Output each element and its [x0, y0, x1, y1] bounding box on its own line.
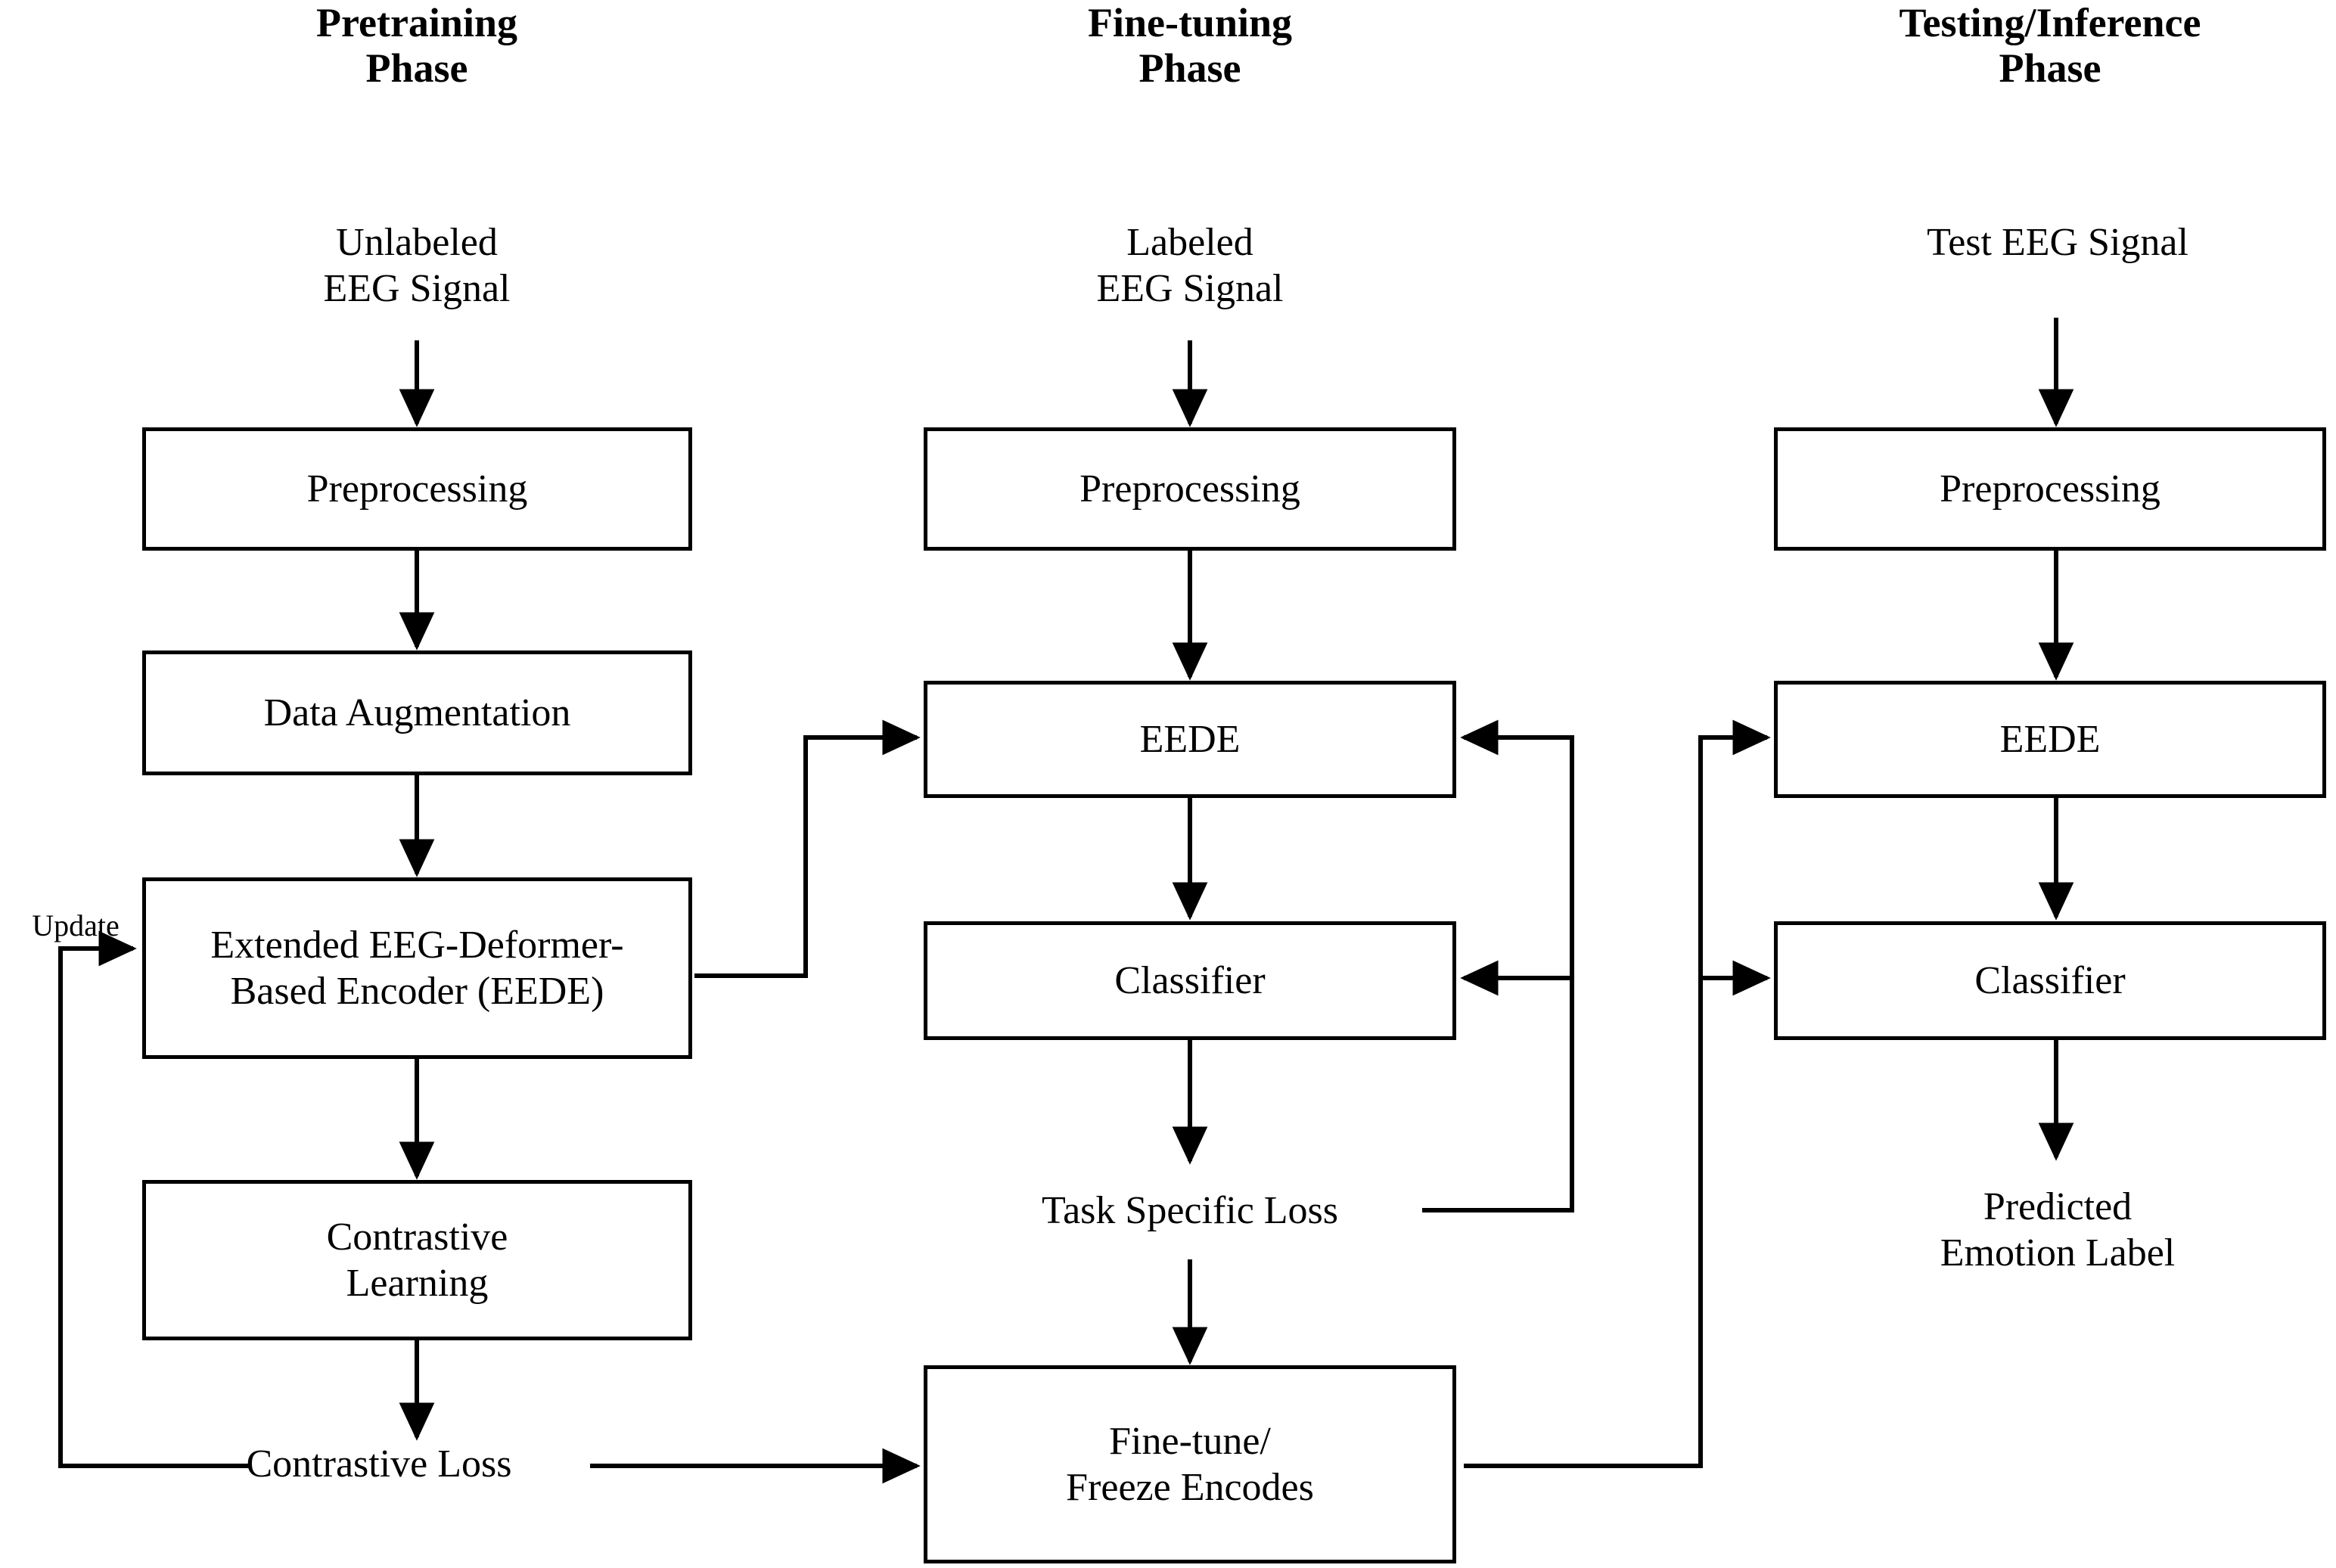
- input-test-eeg-signal: Test EEG Signal: [1927, 221, 2188, 264]
- input-unlabeled-line2: EEG Signal: [323, 267, 511, 311]
- finetune-label-line2: Freeze Encodes: [1066, 1466, 1314, 1509]
- encoder-label-line1: Extended EEG-Deformer-: [210, 923, 624, 967]
- encoder-label-line2: Based Encoder (EEDE): [230, 970, 604, 1013]
- input-labeled-line2: EEG Signal: [1096, 267, 1284, 311]
- box-eede-finetuning[interactable]: EEDE: [924, 681, 1456, 798]
- phase-title-finetuning-line2: Phase: [1138, 45, 1241, 92]
- label-task-specific-loss: Task Specific Loss: [1041, 1189, 1339, 1232]
- phase-title-pretraining-line1: Pretraining: [316, 0, 517, 45]
- label-contrastive-loss: Contrastive Loss: [246, 1442, 512, 1486]
- box-data-augmentation[interactable]: Data Augmentation: [142, 650, 692, 775]
- wire-finetune-to-testing-eede: [1464, 719, 1771, 1468]
- phase-title-finetuning: Fine-tuning Phase: [978, 0, 1402, 92]
- input-labeled-eeg-signal: Labeled EEG Signal: [978, 219, 1402, 312]
- box-fine-tune-freeze-encodes[interactable]: Fine-tune/ Freeze Encodes: [924, 1365, 1456, 1563]
- contrastive-learning-line2: Learning: [346, 1262, 489, 1305]
- output-label-line1: Predicted: [1983, 1185, 2133, 1228]
- phase-title-pretraining-line2: Phase: [365, 45, 468, 92]
- output-predicted-emotion-label: Predicted Emotion Label: [1793, 1184, 2322, 1277]
- box-classifier-testing[interactable]: Classifier: [1774, 921, 2326, 1040]
- output-label-line2: Emotion Label: [1940, 1231, 2176, 1275]
- label-update: Update: [32, 908, 120, 942]
- input-unlabeled-line1: Unlabeled: [336, 221, 498, 264]
- input-labeled-line1: Labeled: [1126, 221, 1253, 264]
- phase-title-testing: Testing/Inference Phase: [1793, 0, 2307, 92]
- wire-encoder-to-finetune-eede: [694, 719, 921, 978]
- box-eede-testing[interactable]: EEDE: [1774, 681, 2326, 798]
- box-preprocessing-finetuning[interactable]: Preprocessing: [924, 427, 1456, 551]
- wire-task-loss-to-classifier-mid: [1422, 960, 1574, 1212]
- wire-update-feedback: [58, 930, 250, 1468]
- contrastive-learning-line1: Contrastive: [326, 1215, 508, 1259]
- box-contrastive-learning[interactable]: Contrastive Learning: [142, 1180, 692, 1340]
- box-preprocessing-pretraining[interactable]: Preprocessing: [142, 427, 692, 551]
- box-extended-eeg-deformer-encoder[interactable]: Extended EEG-Deformer- Based Encoder (EE…: [142, 877, 692, 1059]
- box-preprocessing-testing[interactable]: Preprocessing: [1774, 427, 2326, 551]
- box-classifier-finetuning[interactable]: Classifier: [924, 921, 1456, 1040]
- phase-title-testing-line2: Phase: [1999, 45, 2101, 92]
- phase-title-finetuning-line1: Fine-tuning: [1087, 0, 1293, 45]
- finetune-label-line1: Fine-tune/: [1109, 1419, 1271, 1463]
- phase-title-testing-line1: Testing/Inference: [1899, 0, 2201, 45]
- input-unlabeled-eeg-signal: Unlabeled EEG Signal: [205, 219, 629, 312]
- phase-title-pretraining: Pretraining Phase: [205, 0, 629, 92]
- wire-task-loss-to-eede-mid: [1460, 719, 1574, 978]
